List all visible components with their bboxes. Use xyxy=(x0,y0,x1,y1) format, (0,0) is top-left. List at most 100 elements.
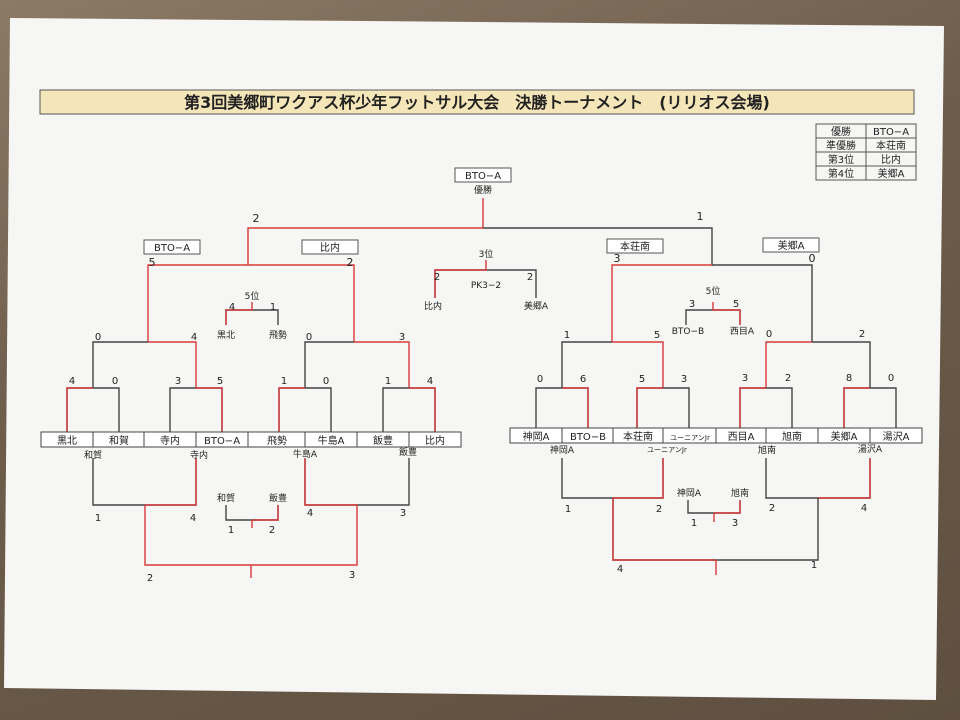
r16-scores: 4 0 3 5 1 0 1 4 0 6 5 3 3 2 8 0 xyxy=(69,373,894,387)
team-label: 和賀 xyxy=(84,449,102,461)
score-label: 4 xyxy=(861,503,867,514)
score-label: 0 xyxy=(888,373,894,384)
score-label: 5 xyxy=(639,374,645,385)
team-cell: BTO−A xyxy=(204,436,240,447)
team-cell: 牛島A xyxy=(318,434,345,447)
score-label: 4 xyxy=(307,508,313,519)
score-label: 3 xyxy=(689,299,695,310)
score-label: 8 xyxy=(846,373,852,384)
score-label: 4 xyxy=(617,564,623,575)
rank-team: 美郷A xyxy=(878,167,905,180)
team-cell: 寺内 xyxy=(160,434,180,447)
ranking-table: 優勝 BTO−A 準優勝 本荘南 第3位 比内 第4位 美郷A xyxy=(815,123,917,181)
team-label: 寺内 xyxy=(190,449,208,461)
team-label: 神岡A xyxy=(677,487,702,499)
paper-sheet xyxy=(4,18,944,700)
score-label: 0 xyxy=(809,252,816,265)
score-label: 6 xyxy=(580,374,586,385)
score-label: 0 xyxy=(766,329,772,340)
score-label: 1 xyxy=(691,518,697,529)
score-label: 2 xyxy=(347,256,354,269)
rank-team: BTO−A xyxy=(873,127,909,138)
team-label: 和賀 xyxy=(217,492,235,504)
score-label: 2 xyxy=(769,503,775,514)
team-cell: 湯沢A xyxy=(883,430,910,443)
score-label: 1 xyxy=(95,513,101,524)
score-label: 3 xyxy=(614,252,621,265)
score-label: 4 xyxy=(229,302,235,313)
score-label: 3 xyxy=(175,376,181,387)
third-place-title: 3位 xyxy=(479,248,494,260)
score-label: 1 xyxy=(564,330,570,341)
team-label: 牛島A xyxy=(293,448,318,460)
team-cell: 旭南 xyxy=(782,430,802,443)
semi-winner-box: 比内 xyxy=(320,241,340,254)
score-label: 0 xyxy=(306,332,312,343)
pk-result: PK3−2 xyxy=(471,281,501,291)
semi-winner-box: BTO−A xyxy=(154,243,190,254)
score-label: 3 xyxy=(742,373,748,384)
score-label: 1 xyxy=(385,376,391,387)
score-label: 2 xyxy=(527,272,533,283)
score-label: 0 xyxy=(537,374,543,385)
score-label: 3 xyxy=(349,570,355,581)
team-label: 飯豊 xyxy=(269,492,287,504)
rank-team: 比内 xyxy=(881,153,901,166)
team-cell: 本荘南 xyxy=(623,430,653,443)
team-cell: 美郷A xyxy=(831,430,858,443)
score-label: 2 xyxy=(785,373,791,384)
semi-winner-box: 本荘南 xyxy=(620,240,650,253)
score-label: 2 xyxy=(147,573,153,584)
score-label: 3 xyxy=(399,332,405,343)
team-label: 飛勢 xyxy=(269,329,287,341)
rank-place: 優勝 xyxy=(831,125,851,138)
team-label: BTO−B xyxy=(672,327,704,337)
team-row-left: 黒北 和賀 寺内 BTO−A 飛勢 牛島A 飯豊 比内 xyxy=(40,431,462,448)
team-label: 旭南 xyxy=(731,487,749,499)
fifth-place-right: 5位 3 5 BTO−B 西目A xyxy=(672,285,755,337)
rank-team: 本荘南 xyxy=(876,139,906,152)
score-label: 1 xyxy=(228,525,234,536)
score-label: 3 xyxy=(732,518,738,529)
team-label: 美郷A xyxy=(524,300,549,312)
score-label: 3 xyxy=(681,374,687,385)
team-cell: 西目A xyxy=(728,432,755,443)
score-label: 2 xyxy=(656,504,662,515)
team-label: 西目A xyxy=(730,326,755,337)
team-label: 黒北 xyxy=(217,330,235,341)
score-label: 0 xyxy=(323,376,329,387)
score-label: 1 xyxy=(811,560,817,571)
score-label: 4 xyxy=(191,332,197,343)
score-label: 2 xyxy=(434,272,440,283)
score-label: 5 xyxy=(217,376,223,387)
fifth-place-left: 5位 4 1 黒北 飛勢 xyxy=(217,290,287,341)
score-label: 3 xyxy=(400,508,406,519)
champion-label: 優勝 xyxy=(474,184,492,196)
semi-scores: 5 2 3 0 xyxy=(149,252,816,269)
team-label: 旭南 xyxy=(758,444,776,456)
score-label: 0 xyxy=(112,376,118,387)
lower-bracket-left: 和賀 寺内 牛島A 飯豊 1 4 4 3 2 3 和賀 飯豊 1 2 xyxy=(84,446,417,584)
team-cell: 飛勢 xyxy=(267,434,287,447)
score-label: 5 xyxy=(733,299,739,310)
team-cell: 和賀 xyxy=(109,435,129,447)
score-label: 4 xyxy=(427,376,433,387)
rank-place: 第3位 xyxy=(828,153,854,166)
team-cell: 飯豊 xyxy=(373,434,393,447)
score-label: 1 xyxy=(565,504,571,515)
team-cell: 比内 xyxy=(425,434,445,447)
rank-place: 第4位 xyxy=(828,167,854,180)
score-label: 5 xyxy=(654,330,660,341)
team-label: 湯沢A xyxy=(858,443,883,455)
page-title: 第3回美郷町ワクアス杯少年フットサル大会 決勝トーナメント (リリオス会場) xyxy=(184,93,770,112)
bracket-lines xyxy=(66,198,897,578)
final-score-left: 2 xyxy=(253,212,260,225)
team-label: ユーニアンJr xyxy=(647,446,687,454)
semi-winner-boxes: BTO−A 比内 本荘南 美郷A xyxy=(143,237,820,255)
team-cell: 神岡A xyxy=(523,430,550,443)
team-row-right: 神岡A BTO−B 本荘南 ユーニアンJr 西目A 旭南 美郷A 湯沢A xyxy=(509,427,923,444)
fifth-title: 5位 xyxy=(706,285,721,297)
semi-winner-box: 美郷A xyxy=(778,239,805,252)
score-label: 4 xyxy=(190,513,196,524)
